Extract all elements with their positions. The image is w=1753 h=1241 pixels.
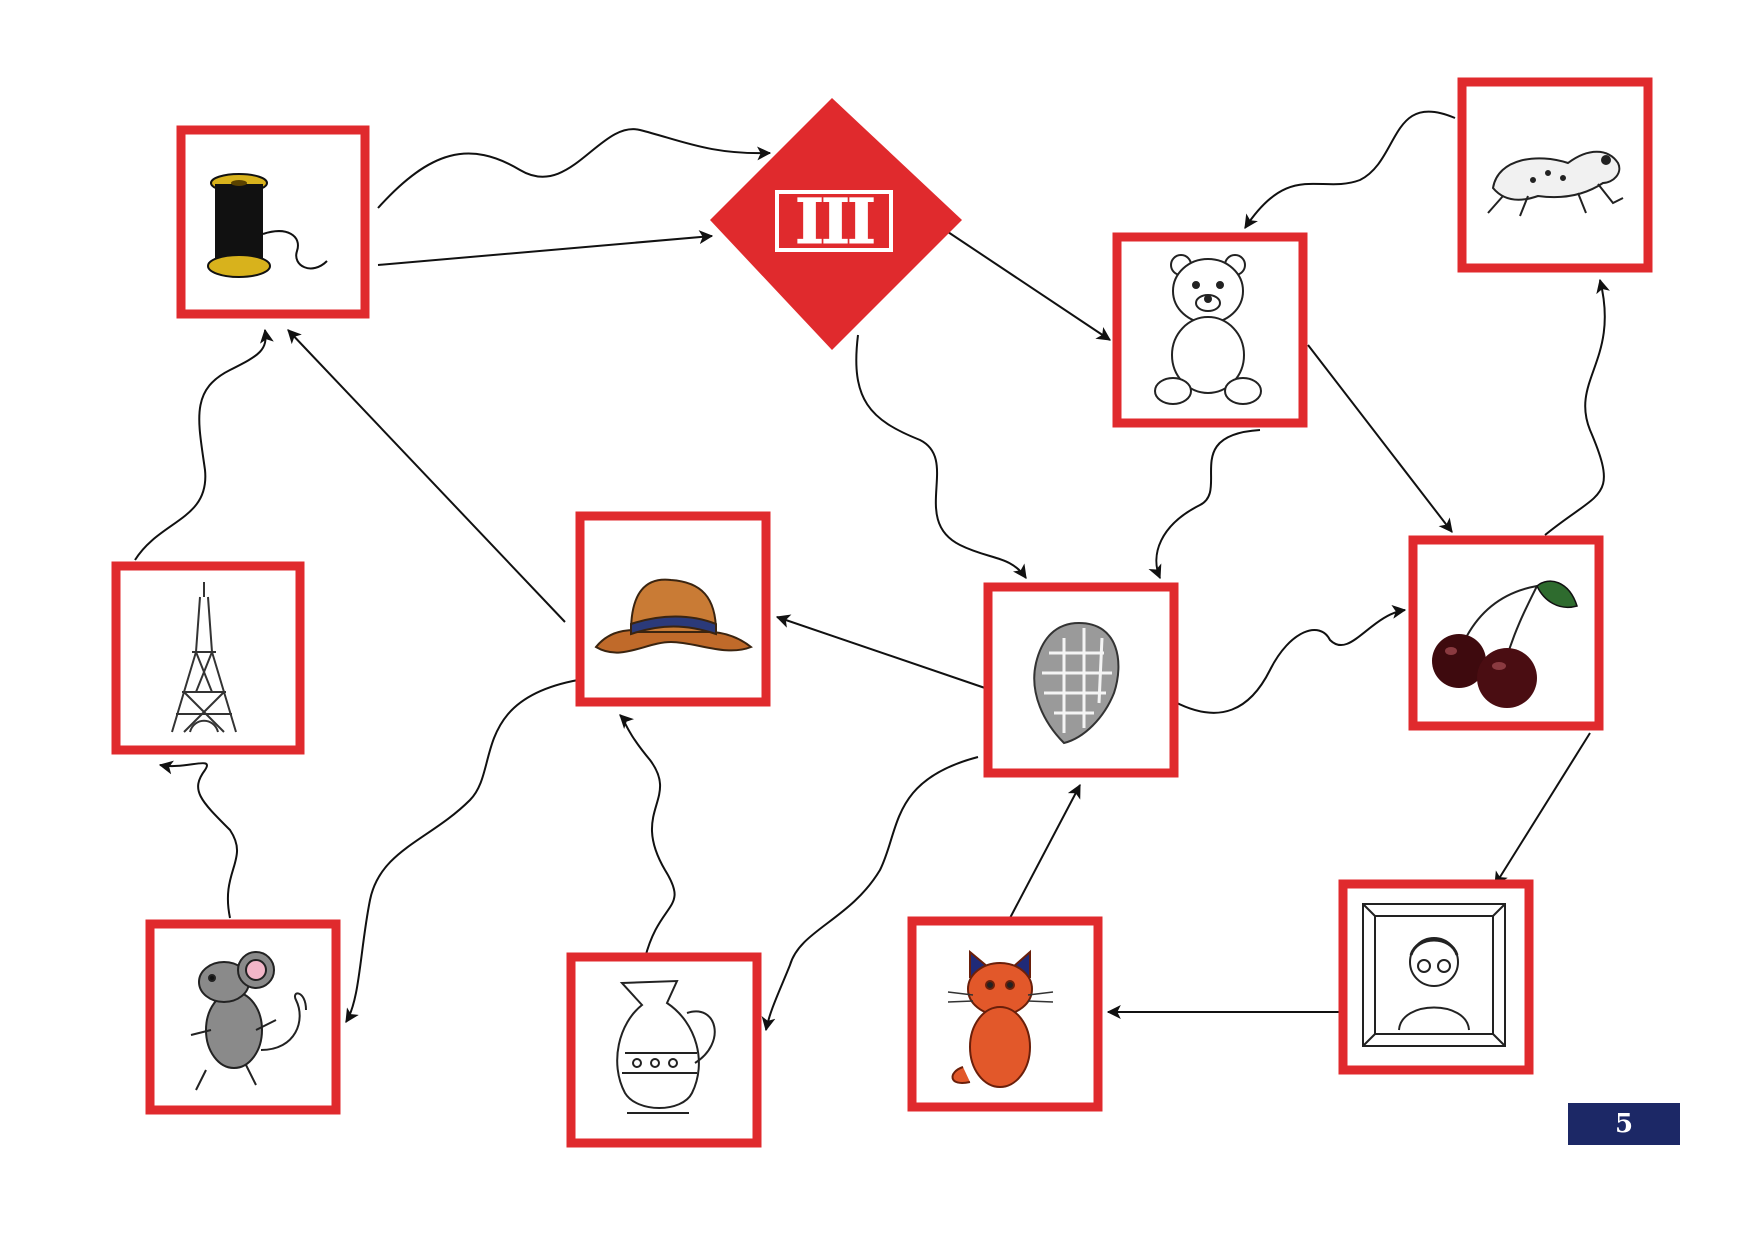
card-grandma bbox=[1338, 879, 1534, 1075]
edge-mouse-eiffel bbox=[158, 760, 239, 919]
card-cat bbox=[907, 916, 1103, 1112]
edge-hops-cherry bbox=[1174, 604, 1407, 714]
card-eiffel bbox=[111, 561, 305, 755]
cherries-icon bbox=[1432, 580, 1578, 708]
edge-start-bear bbox=[947, 231, 1111, 341]
edge-cherry-frog bbox=[1544, 278, 1610, 536]
frog-icon bbox=[1487, 150, 1624, 217]
edge-spool-start-straight bbox=[377, 230, 714, 266]
start-label: III bbox=[795, 185, 874, 258]
edge-hat-mouse bbox=[345, 679, 579, 1023]
edge-hat-spool bbox=[287, 329, 566, 623]
thread-spool-icon bbox=[207, 173, 328, 278]
hat-icon bbox=[594, 578, 753, 654]
edge-spool-start-wavy bbox=[377, 128, 772, 209]
card-hops bbox=[983, 582, 1179, 778]
mouse-icon bbox=[190, 951, 307, 1091]
card-frog bbox=[1457, 77, 1653, 273]
teddy-bear-icon bbox=[1154, 254, 1262, 405]
card-mouse bbox=[145, 919, 341, 1115]
edge-start-hops bbox=[855, 334, 1027, 579]
edge-bear-cherry bbox=[1307, 344, 1453, 533]
card-bear bbox=[1112, 232, 1308, 428]
edge-frog-bear bbox=[1244, 110, 1456, 229]
edge-hops-jug bbox=[761, 756, 979, 1032]
start-marker: III bbox=[710, 98, 962, 350]
edge-eiffel-spool bbox=[134, 328, 274, 561]
card-frames bbox=[111, 77, 1653, 1148]
edge-hops-hat bbox=[775, 614, 986, 689]
grandmother-portrait-icon bbox=[1362, 903, 1506, 1047]
card-hat bbox=[575, 511, 771, 707]
card-spool bbox=[176, 125, 370, 319]
eiffel-tower-icon bbox=[171, 582, 237, 733]
edge-cat-hops bbox=[1009, 783, 1081, 919]
card-cherry bbox=[1408, 535, 1604, 731]
hop-cone-icon bbox=[1033, 621, 1120, 745]
edge-jug-hat bbox=[619, 714, 676, 959]
edge-bear-hops bbox=[1148, 429, 1261, 580]
jug-icon bbox=[616, 979, 716, 1114]
edge-cherry-grandma bbox=[1494, 732, 1591, 886]
cat-icon bbox=[947, 949, 1054, 1088]
connection-lines bbox=[134, 110, 1610, 1032]
page-number-badge: 5 bbox=[1568, 1103, 1680, 1145]
card-jug bbox=[566, 952, 762, 1148]
